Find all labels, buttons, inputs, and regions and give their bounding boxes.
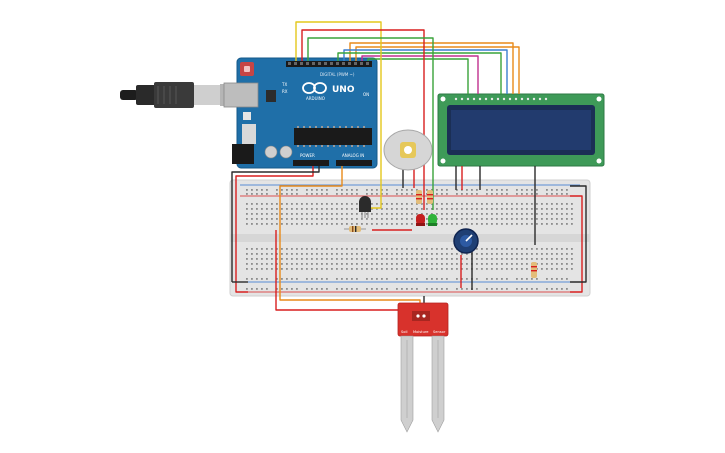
lcd-display bbox=[437, 93, 605, 167]
wire-green-top bbox=[307, 37, 434, 210]
led-green bbox=[428, 214, 437, 226]
wire-red-sensor bbox=[275, 230, 400, 311]
transistor bbox=[359, 196, 371, 218]
sensor-label-sensor: Sensor bbox=[433, 330, 446, 334]
sensor-label-soil: Soil bbox=[401, 330, 407, 334]
arduino-uno-board: DIGITAL (PWM ~) UNO ARDUINO TX RX ON bbox=[223, 57, 378, 169]
wire-lcd-4 bbox=[337, 52, 502, 94]
analog-label: ANALOG IN bbox=[342, 153, 364, 158]
resistor-v-1 bbox=[416, 190, 422, 204]
wire-red-right-rail bbox=[570, 195, 583, 293]
wire-orange-a0 bbox=[279, 166, 421, 306]
brand-label: ARDUINO bbox=[306, 96, 325, 101]
wire-black-gnd bbox=[231, 166, 320, 282]
resistors bbox=[344, 190, 537, 278]
soil-moisture-sensor: Soil Moisture Sensor bbox=[397, 302, 449, 433]
wire-yellow-top bbox=[295, 21, 382, 209]
sensor-label-moisture: Moisture bbox=[413, 330, 429, 334]
led-red bbox=[416, 214, 425, 226]
resistor-v-2 bbox=[427, 190, 433, 204]
model-label: UNO bbox=[332, 85, 355, 95]
resistor-h-left bbox=[344, 226, 366, 232]
rx-label: RX bbox=[282, 89, 288, 94]
wires bbox=[231, 21, 587, 311]
wire-lcd-1 bbox=[355, 46, 520, 94]
wire-lcd-5 bbox=[361, 55, 479, 94]
power-label: POWER bbox=[300, 153, 315, 158]
resistor-v-3 bbox=[531, 262, 537, 278]
on-label: ON bbox=[363, 92, 369, 97]
wire-red-left-rail bbox=[235, 196, 248, 293]
tx-label: TX bbox=[281, 82, 287, 87]
wire-lcd-2 bbox=[349, 42, 514, 94]
digital-label: DIGITAL (PWM ~) bbox=[320, 72, 355, 77]
dc-motor bbox=[383, 129, 433, 171]
wire-red-5v bbox=[235, 166, 314, 196]
wire-lcd-3 bbox=[343, 49, 508, 94]
wire-lcd-6 bbox=[367, 58, 469, 94]
wire-red-top bbox=[301, 29, 425, 210]
wire-black-right-rail bbox=[570, 185, 587, 283]
potentiometer bbox=[453, 228, 479, 254]
breadboard bbox=[229, 179, 591, 297]
